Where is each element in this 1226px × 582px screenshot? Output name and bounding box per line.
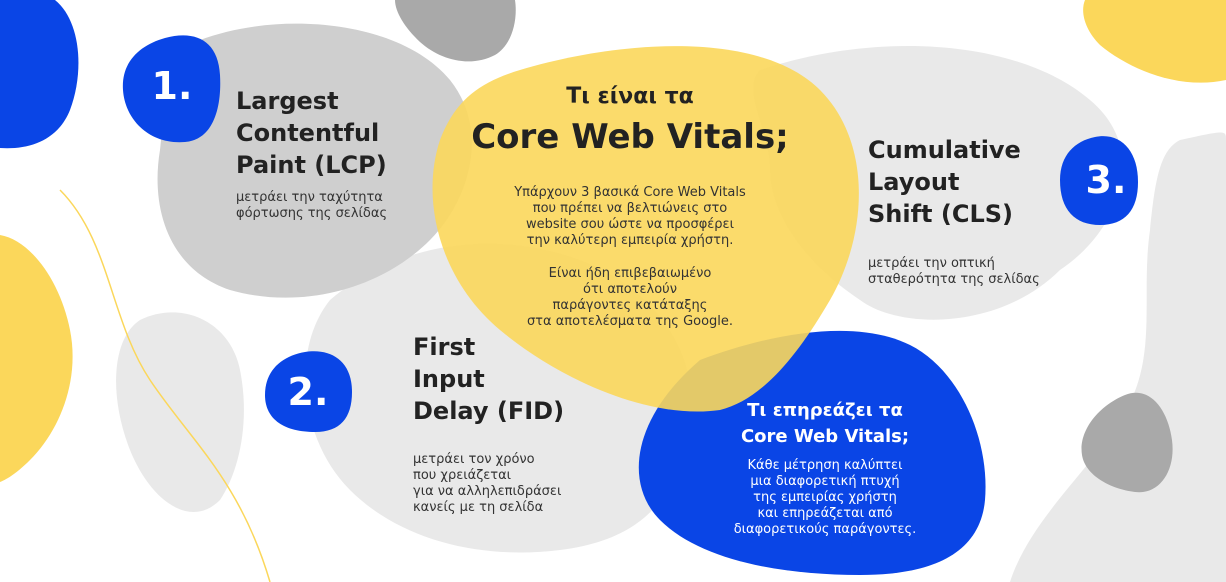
- item-3-heading: Cumulative Layout Shift (CLS): [868, 134, 1021, 230]
- item-1-heading-line: Largest: [236, 87, 339, 115]
- badge-1-blob: [122, 35, 221, 143]
- item-3-desc-line: μετράει την οπτική: [868, 256, 995, 271]
- impact-title-line: Core Web Vitals;: [740, 426, 910, 447]
- blob-darkgrey-right: [1081, 392, 1173, 493]
- impact-desc-line: της εμπειρίας χρήστη: [753, 490, 897, 505]
- item-3-description: μετράει την οπτική σταθερότητα της σελίδ…: [868, 256, 1040, 288]
- item-2-heading-line: First: [413, 333, 476, 361]
- blob-light-farright: [1010, 132, 1226, 582]
- item-1-description: μετράει την ταχύτητα φόρτωσης της σελίδα…: [236, 190, 387, 222]
- center-p1-line: που πρέπει να βελτιώνεις στο: [532, 201, 728, 216]
- impact-desc-line: διαφορετικούς παράγοντες.: [733, 522, 917, 537]
- impact-title: Τι επηρεάζει τα Core Web Vitals;: [690, 398, 960, 450]
- item-3-heading-line: Layout: [868, 168, 960, 196]
- item-1-desc-line: φόρτωσης της σελίδας: [236, 206, 388, 221]
- item-3-heading-line: Cumulative: [868, 136, 1021, 164]
- impact-description: Κάθε μέτρηση καλύπτει μια διαφορετική πτ…: [690, 458, 960, 538]
- item-2-number: 2.: [287, 370, 329, 414]
- center-paragraph-2: Είναι ήδη επιβεβαιωμένο ότι αποτελούν πα…: [470, 266, 790, 330]
- item-1-heading: Largest Contentful Paint (LCP): [236, 85, 387, 181]
- item-2-heading-line: Input: [413, 365, 485, 393]
- item-1-heading-line: Paint (LCP): [236, 151, 387, 179]
- impact-title-line: Τι επηρεάζει τα: [747, 400, 903, 421]
- badge-3-blob: [1060, 136, 1138, 225]
- item-2-heading-line: Delay (FID): [413, 397, 565, 425]
- center-p1-line: Υπάρχουν 3 βασικά Core Web Vitals: [514, 185, 746, 200]
- impact-desc-line: και επηρεάζεται από: [757, 506, 893, 521]
- blob-yellow-center: [432, 46, 859, 412]
- center-p2-line: ότι αποτελούν: [583, 282, 677, 297]
- item-2-desc-line: μετράει τον χρόνο: [413, 452, 535, 467]
- item-1-number: 1.: [151, 64, 193, 108]
- item-3-heading-line: Shift (CLS): [868, 200, 1013, 228]
- center-title-line2: Core Web Vitals;: [471, 117, 789, 157]
- center-p1-line: website σου ώστε να προσφέρει: [526, 217, 734, 232]
- blob-grey-topleft: [157, 23, 472, 298]
- item-1-desc-line: μετράει την ταχύτητα: [236, 190, 383, 205]
- center-title-line1: Τι είναι τα: [566, 84, 694, 109]
- blob-darkgrey-top: [395, 0, 516, 62]
- center-p2-line: παράγοντες κατάταξης: [552, 298, 708, 313]
- thin-yellow-curve: [59, 189, 271, 582]
- badge-2-blob: [265, 351, 352, 432]
- blob-yellow-left: [0, 235, 73, 482]
- item-3-number: 3.: [1085, 158, 1127, 202]
- center-p2-line: Είναι ήδη επιβεβαιωμένο: [548, 266, 712, 281]
- blob-yellow-topright: [1083, 0, 1226, 83]
- item-2-desc-line: που χρειάζεται: [413, 468, 512, 483]
- item-2-desc-line: κανείς με τη σελίδα: [413, 500, 544, 515]
- center-paragraph-1: Υπάρχουν 3 βασικά Core Web Vitals που πρ…: [470, 185, 790, 249]
- center-p2-line: στα αποτελέσματα της Google.: [526, 314, 734, 329]
- item-2-desc-line: για να αλληλεπιδράσει: [413, 484, 562, 499]
- item-3-desc-line: σταθερότητα της σελίδας: [868, 272, 1040, 287]
- item-2-heading: First Input Delay (FID): [413, 331, 564, 427]
- item-2-description: μετράει τον χρόνο που χρειάζεται για να …: [413, 452, 561, 516]
- impact-desc-line: μια διαφορετική πτυχή: [750, 474, 900, 489]
- item-1-heading-line: Contentful: [236, 119, 380, 147]
- impact-desc-line: Κάθε μέτρηση καλύπτει: [747, 458, 903, 473]
- center-p1-line: την καλύτερη εμπειρία χρήστη.: [526, 233, 734, 248]
- blob-blue-topleft: [0, 0, 79, 149]
